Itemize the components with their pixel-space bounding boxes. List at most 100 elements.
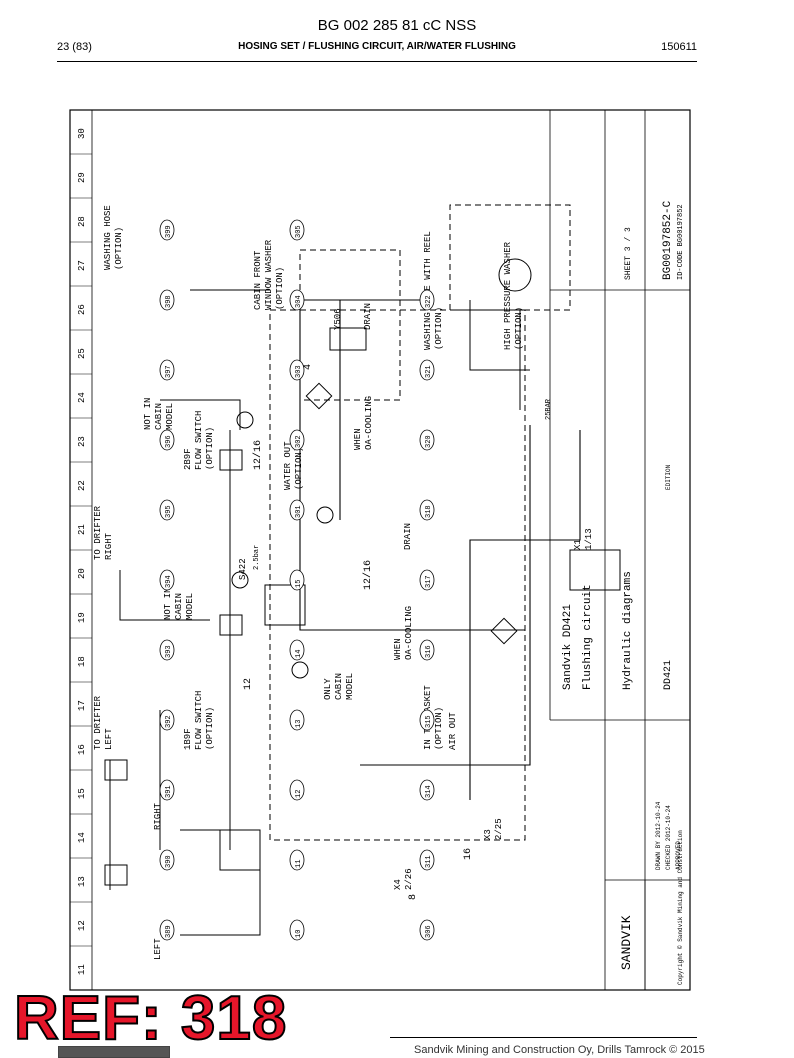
ref-bubble xyxy=(289,359,305,381)
to-drifter-left-label: LEFT xyxy=(104,728,114,750)
sheet-number: SHEET 3 / 3 xyxy=(624,227,633,280)
flow-switch-2b9f-label: (OPTION) xyxy=(205,427,215,470)
ref-bubble xyxy=(289,779,305,801)
ref-number: 318 xyxy=(425,505,433,518)
flow-switch-left xyxy=(231,571,249,589)
not-in-cabin-label: MODEL xyxy=(165,403,175,430)
ref-bubble xyxy=(159,569,175,591)
ref-number: 395 xyxy=(165,505,173,518)
ref-number: 393 xyxy=(165,645,173,658)
ref-bubble xyxy=(419,919,435,941)
ref-bubble xyxy=(419,709,435,731)
pressure-label: 2.5bar xyxy=(253,545,261,570)
ref-bubble xyxy=(289,849,305,871)
ref-bubble xyxy=(419,359,435,381)
block-s422 xyxy=(264,584,306,626)
footer-logo xyxy=(58,1046,170,1058)
flushing-block-boundary xyxy=(269,309,526,841)
drain-label: DRAIN xyxy=(363,303,373,330)
air-out-label: AIR OUT xyxy=(448,712,458,750)
ref-number: 11 xyxy=(295,860,303,868)
title-kind: Hydraulic diagrams xyxy=(622,571,634,690)
ref-bubble xyxy=(289,709,305,731)
hose-reel xyxy=(498,258,532,292)
ref-number: 14 xyxy=(295,650,303,658)
document-title: BG 002 285 81 cC NSS xyxy=(317,17,477,34)
pipe-line xyxy=(299,299,525,631)
cabin-front-washer-label: (OPTION) xyxy=(275,267,285,310)
title-model: DD421 xyxy=(663,660,674,690)
when-oa-label: OA-COOLING xyxy=(364,396,374,450)
only-cabin-label: MODEL xyxy=(345,673,355,700)
grid-number: 12 xyxy=(77,920,87,931)
ref-bubble xyxy=(419,429,435,451)
reel-box xyxy=(449,204,571,311)
x4-label: 2/26 xyxy=(404,868,414,890)
ref-bubble xyxy=(159,429,175,451)
s422-label: S422 xyxy=(238,558,248,580)
in-basket-label: (OPTION) xyxy=(434,707,444,750)
ref-bubble xyxy=(289,429,305,451)
ref-number: 389 xyxy=(165,925,173,938)
flow-switch-1b9f-label: 1B9F xyxy=(183,728,193,750)
washing-hose-label: WASHING HOSE xyxy=(103,205,113,270)
ref-bubble xyxy=(159,919,175,941)
footer-rule xyxy=(390,1037,697,1038)
ref-number: 315 xyxy=(425,715,433,728)
ref-number: 397 xyxy=(165,365,173,378)
ref-number: 320 xyxy=(425,435,433,448)
block-x1 xyxy=(569,549,621,591)
water-out-label: (OPTION) xyxy=(294,447,304,490)
ref-number: 322 xyxy=(425,295,433,308)
valve-lowest xyxy=(104,864,128,886)
when-oa-label: WHEN xyxy=(353,428,363,450)
grid-number: 22 xyxy=(77,480,87,491)
to-drifter-left-label: TO DRIFTER xyxy=(93,695,103,750)
ref-bubble xyxy=(289,289,305,311)
gauge-306 xyxy=(291,661,309,679)
title-company: Sandvik DD421 xyxy=(562,604,574,690)
grid-number: 13 xyxy=(77,876,87,887)
washing-reel-label: (OPTION) xyxy=(434,307,444,350)
ref-number: 13 xyxy=(295,720,303,728)
valve-lower xyxy=(104,759,128,781)
grid-number: 30 xyxy=(77,128,87,139)
hp-washer-label: (OPTION) xyxy=(514,307,524,350)
x3-label: 2/25 xyxy=(494,818,504,840)
grid-number: 29 xyxy=(77,172,87,183)
ref-number: 394 xyxy=(165,575,173,588)
grid-number: 14 xyxy=(77,832,87,843)
approved-by: APPROVED xyxy=(675,841,682,870)
grid-number: 28 xyxy=(77,216,87,227)
grid-number: 23 xyxy=(77,436,87,447)
grid-number: 24 xyxy=(77,392,87,403)
x1-label: 1/13 xyxy=(584,528,594,550)
gauge-305 xyxy=(316,506,334,524)
ref-bubble xyxy=(289,919,305,941)
block-x3-x4 xyxy=(219,829,261,871)
not-in-cabin-label: NOT IN xyxy=(163,588,173,620)
solenoid-y506 xyxy=(329,327,367,351)
size-label: 8 xyxy=(408,894,419,900)
section-title: HOSING SET / FLUSHING CIRCUIT, AIR/WATER… xyxy=(238,41,516,52)
document-date: 150611 xyxy=(661,41,697,53)
ref-number: 305 xyxy=(295,225,303,238)
title-subtitle: Flushing circuit xyxy=(582,584,594,690)
x1-label: X1 xyxy=(573,539,583,550)
ref-number: 10 xyxy=(295,930,303,938)
cabin-front-washer-label: WINDOW WASHER xyxy=(264,239,274,310)
flow-switch-right xyxy=(236,411,254,429)
grid-number: 16 xyxy=(77,744,87,755)
ref-bubble xyxy=(159,289,175,311)
header-rule xyxy=(57,61,697,62)
grid-number: 18 xyxy=(77,656,87,667)
water-out-label: WATER OUT xyxy=(283,441,293,490)
copyright: Copyright © Sandvik Mining and Construct… xyxy=(677,830,684,985)
grid-number: 19 xyxy=(77,612,87,623)
not-in-cabin-label: CABIN xyxy=(174,593,184,620)
grid-number: 15 xyxy=(77,788,87,799)
cabin-front-washer-label: CABIN FRONT xyxy=(253,250,263,310)
ref-number: 390 xyxy=(165,855,173,868)
